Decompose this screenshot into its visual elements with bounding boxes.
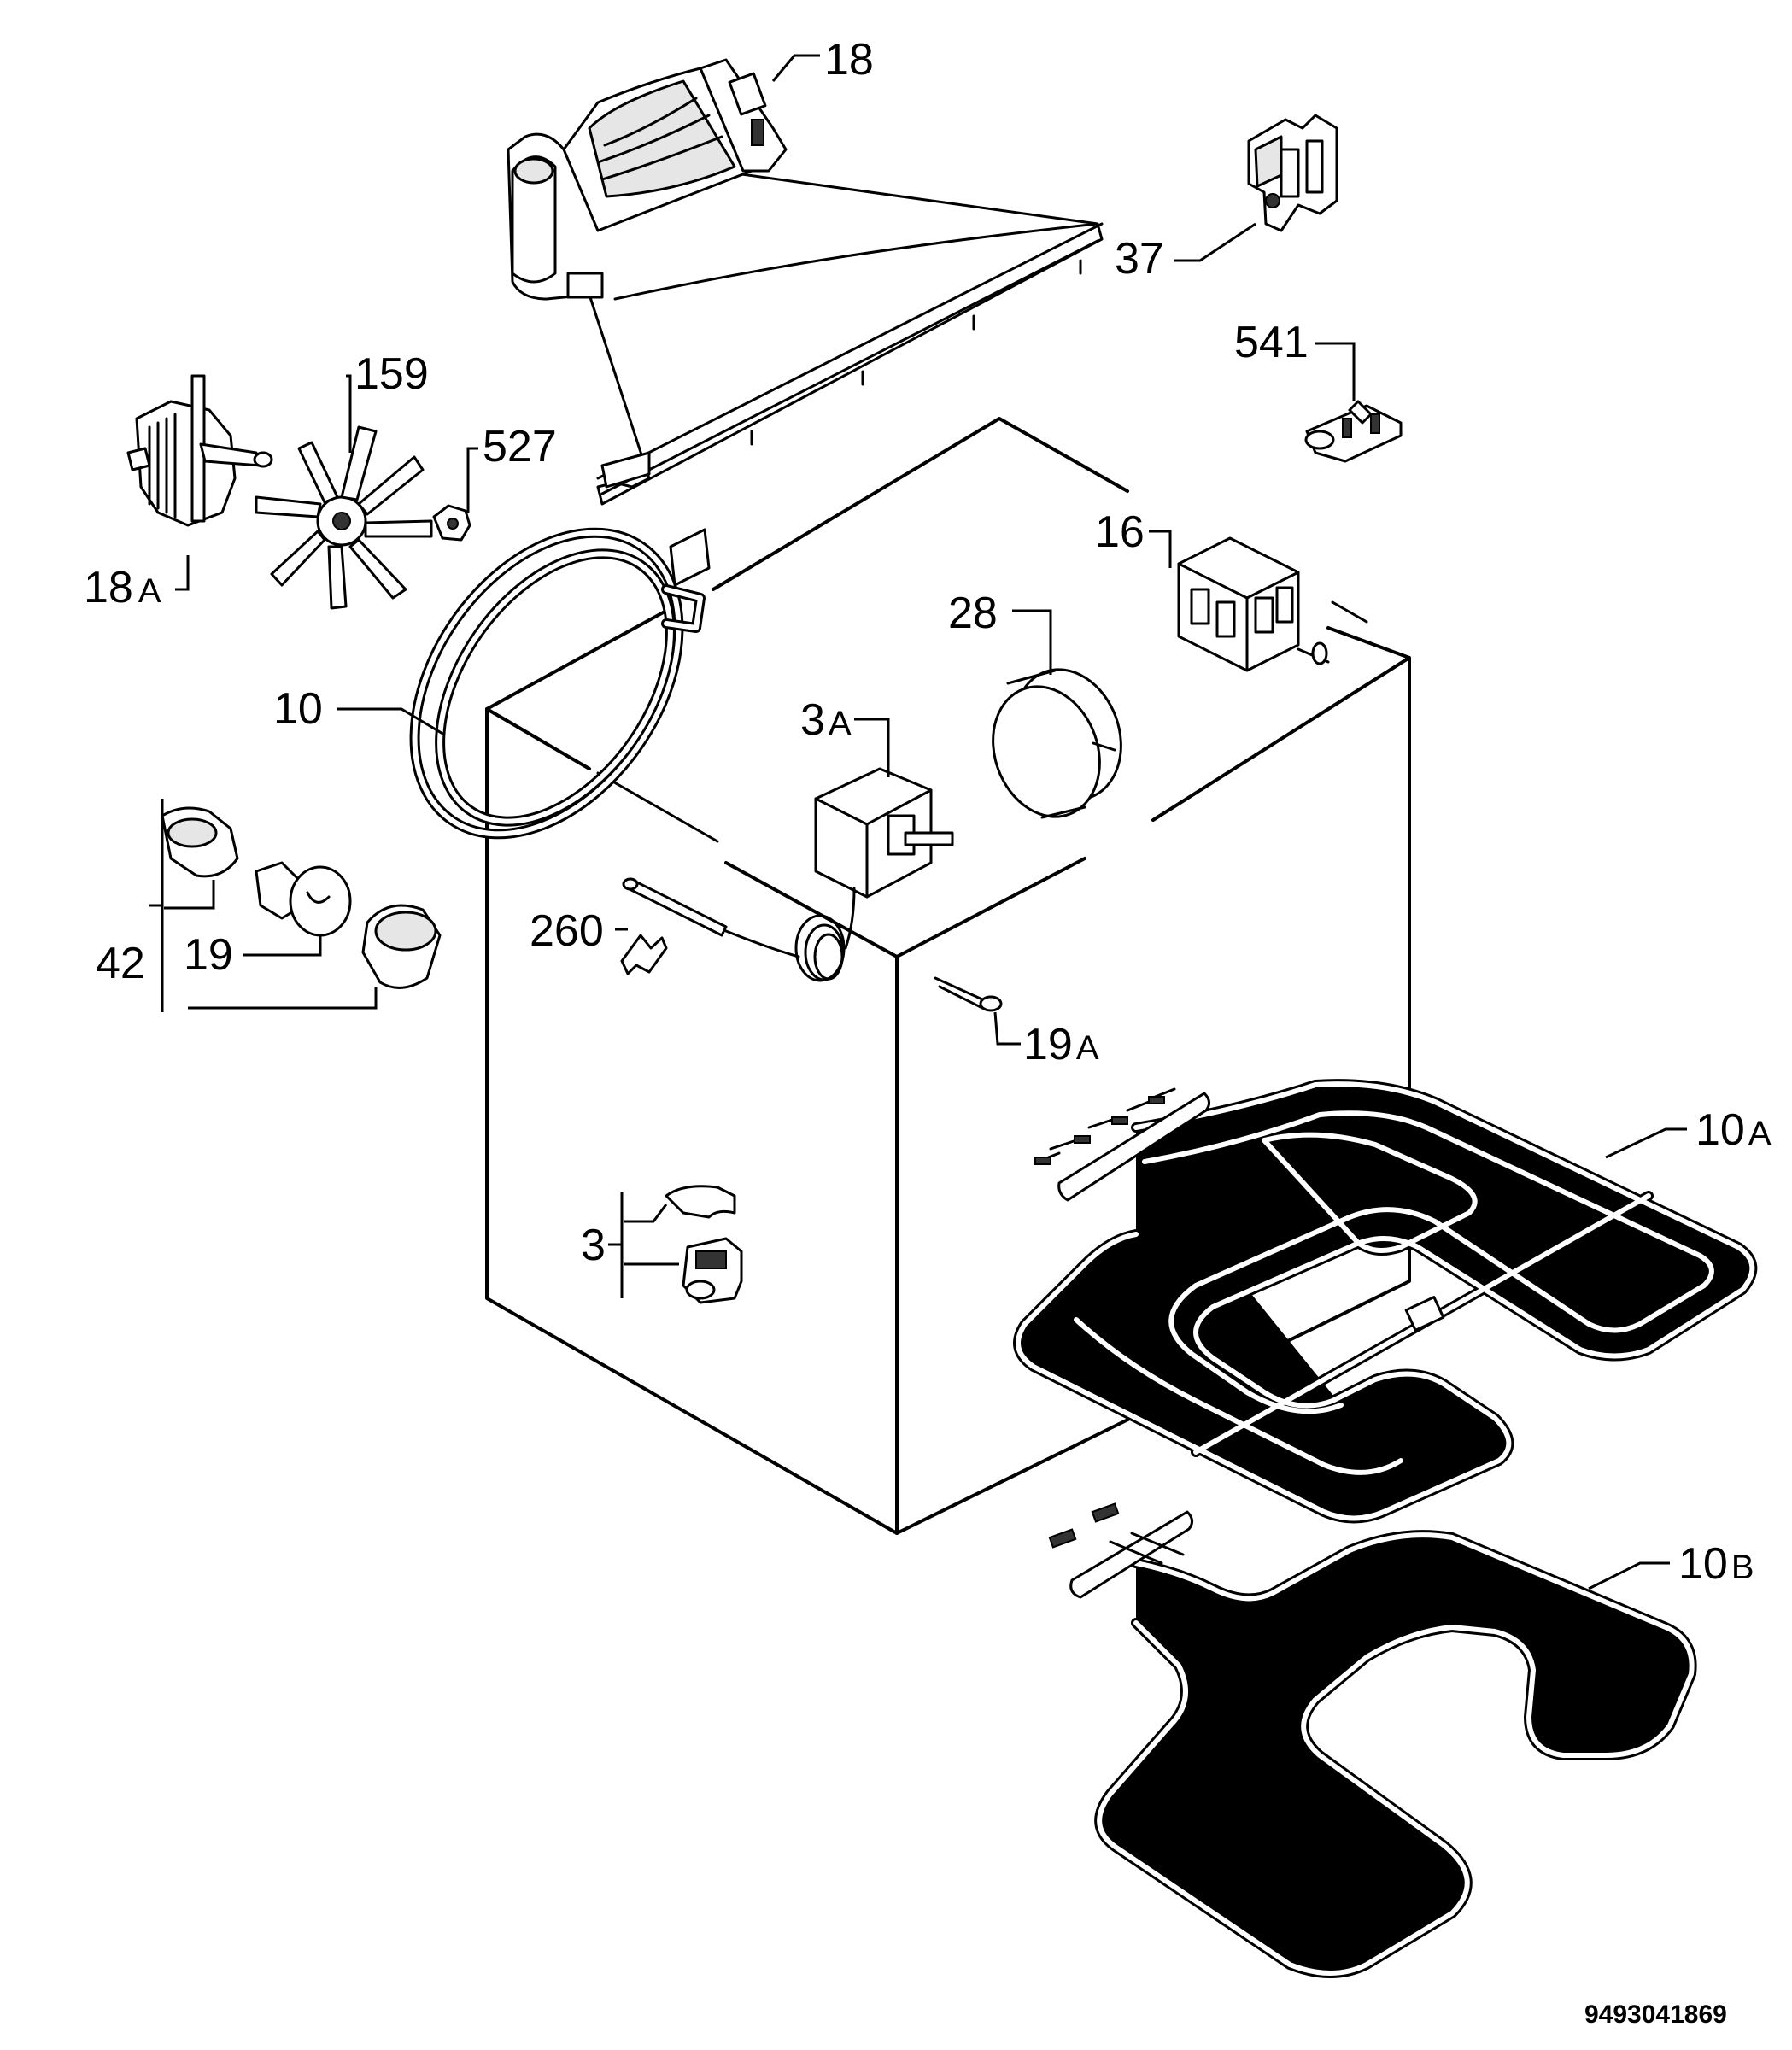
callout-42: 42: [96, 939, 145, 988]
part-18a-fan-motor: [126, 374, 273, 527]
part-10-circular-element: [409, 527, 711, 840]
part-527-nut: [432, 504, 471, 542]
part-37-switch: [1247, 114, 1338, 232]
part-3-thermal-cutout: [665, 1185, 743, 1304]
callout-28: 28: [948, 589, 998, 638]
callout-527: 527: [483, 422, 557, 472]
callout-37: 37: [1115, 234, 1164, 284]
part-28-timer: [992, 668, 1122, 819]
callout-16: 16: [1095, 507, 1145, 557]
callout-3: 3: [581, 1221, 606, 1270]
callout-18: 18: [824, 35, 874, 85]
callout-19: 19: [184, 930, 233, 980]
part-159-fan-blade: [255, 425, 433, 610]
part-16-selector-switch: [1177, 536, 1330, 672]
leader-lines: [149, 54, 1687, 1590]
part-10b-bottom-element: [1048, 1502, 1692, 1973]
callout-10: 10: [273, 684, 323, 734]
part-3a-thermostat: [622, 767, 954, 982]
part-18-cooling-fan-housing: [507, 58, 1104, 506]
callout-260: 260: [530, 906, 604, 956]
part-10a-grill-element: [1018, 1084, 1752, 1518]
part-260-clip: [620, 934, 668, 975]
callout-541: 541: [1234, 318, 1309, 367]
part-541-terminal-block: [1304, 400, 1403, 463]
part-19a-sensor: [934, 976, 1003, 1012]
document-code: 9493041869: [1584, 2000, 1727, 2029]
part-42-lamp-assembly: [161, 806, 442, 989]
callout-159: 159: [354, 349, 429, 399]
